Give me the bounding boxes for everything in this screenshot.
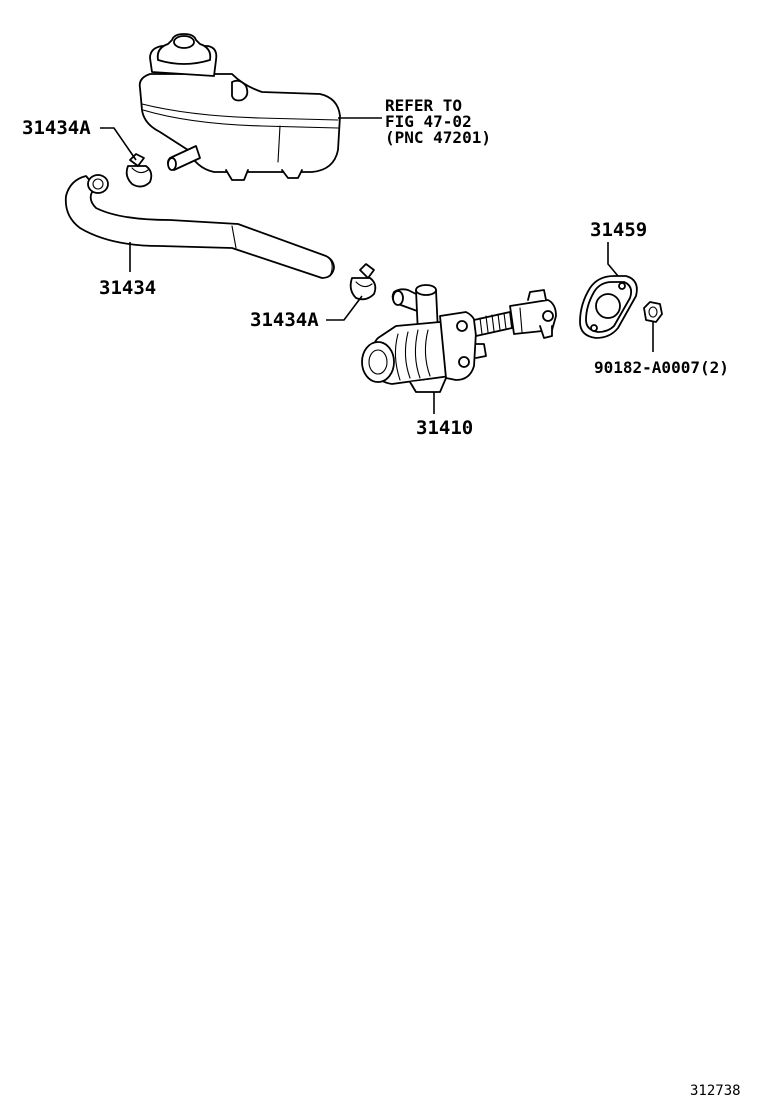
- figure-code: 312738: [690, 1083, 741, 1099]
- hose-clip-upper: [125, 153, 153, 188]
- label-hose: 31434: [99, 277, 156, 299]
- clip-upper-leader: [100, 127, 137, 161]
- reservoir-hose: [64, 174, 335, 279]
- label-clip-upper: 31434A: [22, 117, 91, 139]
- reservoir-tank: [138, 33, 341, 181]
- reservoir-ref-line-1: REFER TO: [385, 96, 462, 115]
- label-nut: 90182-A0007(2): [594, 358, 729, 377]
- clutch-master-cylinder: [361, 284, 557, 393]
- gasket: [579, 275, 638, 339]
- gasket-leader: [607, 242, 619, 277]
- label-clip-lower: 31434A: [250, 309, 319, 331]
- label-master-cylinder: 31410: [416, 417, 473, 439]
- hex-nut: [643, 301, 663, 323]
- label-gasket: 31459: [590, 219, 647, 241]
- hose-clip-lower: [349, 263, 377, 301]
- reservoir-ref-line-2: FIG 47-02: [385, 112, 472, 131]
- clip-lower-leader: [326, 295, 363, 321]
- reservoir-ref-line-3: (PNC 47201): [385, 128, 491, 147]
